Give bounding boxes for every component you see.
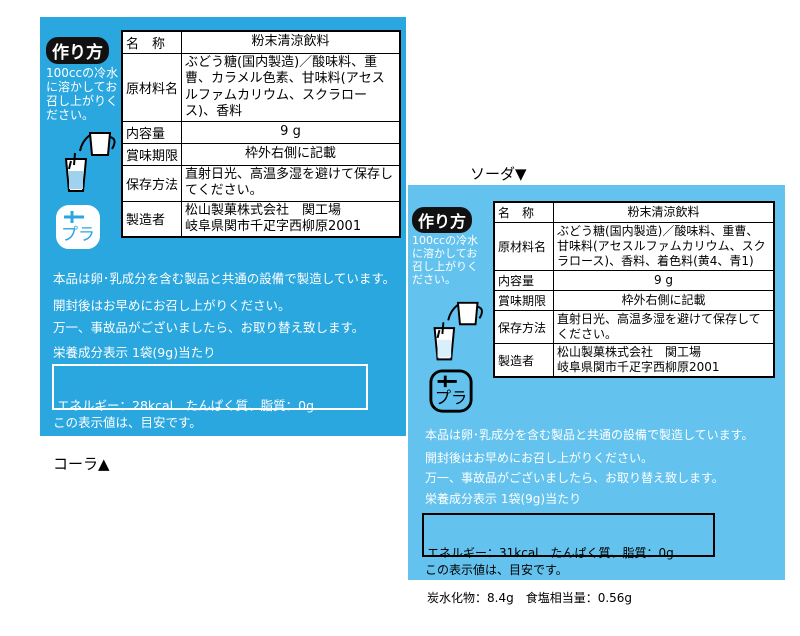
- soda-after-open-note: 開封後はお早めにお召し上がりください。: [425, 451, 654, 465]
- soda-nutrition-box: エネルギー：31kcal たんぱく質、脂質：0g 炭水化物：8.4g 食塩相当量…: [422, 513, 715, 605]
- cola-nutrition-title: 栄養成分表示 1袋(9g)当たり: [53, 345, 216, 360]
- spec-value: 枠外右側に記載: [181, 143, 401, 166]
- soda-label-panel: 作り方 100ccの冷水 に溶かしてお 召し上がりく ださい。 プラ 名 称 粉…: [408, 185, 785, 605]
- table-row: 保存方法 直射日光、高温多湿を避けて保存してください。: [121, 165, 401, 202]
- soda-howto: 作り方 100ccの冷水 に溶かしてお 召し上がりく ださい。: [412, 207, 488, 286]
- nutrition-line: 炭水化物：7.7g 食塩相当量：0.55g: [57, 445, 271, 461]
- spec-value: 直射日光、高温多湿を避けて保存してください。: [181, 165, 401, 202]
- spec-value: ぶどう糖(国内製造)／酸味料、重曹、甘味料(アセスルファムカリウム、スクラロース…: [553, 222, 775, 271]
- soda-howto-text: 100ccの冷水 に溶かしてお 召し上がりく ださい。: [412, 234, 479, 286]
- svg-text:プラ: プラ: [61, 225, 95, 245]
- nutrition-line: 炭水化物：8.4g 食塩相当量：0.56g: [427, 591, 633, 605]
- cola-caption: コーラ▲: [53, 455, 110, 473]
- spec-value: 松山製菓株式会社 関工場 岐阜県関市千疋字西柳原2001: [553, 343, 775, 378]
- soda-pla-recycle-mark: プラ: [428, 368, 474, 418]
- spec-label: 名 称: [121, 30, 183, 54]
- maker-line-2: 岐阜県関市千疋字西柳原2001: [185, 218, 362, 234]
- soda-spec-table: 名 称 粉末清涼飲料 原材料名 ぶどう糖(国内製造)／酸味料、重曹、甘味料(アセ…: [493, 201, 775, 378]
- maker-line-2: 岐阜県関市千疋字西柳原2001: [557, 360, 720, 374]
- maker-line-1: 松山製菓株式会社 関工場: [185, 202, 342, 218]
- spec-label: 内容量: [121, 121, 183, 144]
- soda-caption: ソーダ▼: [470, 165, 527, 183]
- soda-accident-note: 万一、事故品がございましたら、お取り替え致します。: [425, 471, 724, 485]
- spec-value: 粉末清涼飲料: [181, 30, 401, 54]
- table-row: 原材料名 ぶどう糖(国内製造)／酸味料、重曹、カラメル色素、甘味料(アセスルファ…: [121, 53, 401, 122]
- spec-value: 枠外右側に記載: [553, 290, 775, 311]
- table-row: 内容量 9 g: [121, 121, 401, 144]
- spec-label: 賞味期限: [493, 290, 554, 311]
- cola-after-open-note: 開封後はお早めにお召し上がりください。: [53, 298, 291, 313]
- spec-label: 製造者: [121, 200, 183, 238]
- spec-value: ぶどう糖(国内製造)／酸味料、重曹、カラメル色素、甘味料(アセスルファムカリウム…: [181, 53, 401, 122]
- spec-value: 粉末清涼飲料: [553, 201, 775, 223]
- cola-accident-note: 万一、事故品がございましたら、お取り替え致します。: [53, 320, 365, 335]
- soda-allergen-note: 本品は卵･乳成分を含む製品と共通の設備で製造しています。: [425, 428, 754, 442]
- water-cup-icon: [64, 132, 116, 192]
- cola-spec-table: 名 称 粉末清涼飲料 原材料名 ぶどう糖(国内製造)／酸味料、重曹、カラメル色素…: [121, 30, 401, 238]
- cola-pla-recycle-mark: プラ: [54, 203, 102, 255]
- spec-value: 9 g: [553, 270, 775, 291]
- spec-label: 賞味期限: [121, 143, 183, 166]
- spec-value: 9 g: [181, 121, 401, 144]
- cola-disclaimer: この表示値は、目安です。: [53, 415, 202, 430]
- spec-label: 原材料名: [121, 53, 183, 122]
- table-row: 製造者 松山製菓株式会社 関工場 岐阜県関市千疋字西柳原2001: [493, 343, 775, 378]
- spec-label: 名 称: [493, 201, 554, 223]
- nutrition-line: エネルギー：28kcal たんぱく質、脂質：0g: [57, 398, 315, 414]
- water-cup-icon: [433, 301, 483, 361]
- nutrition-line: エネルギー：31kcal たんぱく質、脂質：0g: [427, 546, 674, 560]
- table-row: 保存方法 直射日光、高温多湿を避けて保存してください。: [493, 310, 775, 344]
- svg-text:プラ: プラ: [435, 388, 468, 407]
- table-row: 名 称 粉末清涼飲料: [121, 30, 401, 54]
- maker-line-1: 松山製菓株式会社 関工場: [557, 345, 702, 359]
- cola-label-panel: 作り方 100ccの冷水 に溶かしてお 召し上がりく ださい。 プラ 名 称 粉…: [40, 17, 406, 460]
- cola-allergen-note: 本品は卵･乳成分を含む製品と共通の設備で製造しています。: [53, 271, 396, 286]
- cola-howto-title: 作り方: [46, 37, 109, 64]
- table-row: 名 称 粉末清涼飲料: [493, 201, 775, 223]
- soda-nutrition-title: 栄養成分表示 1袋(9g)当たり: [425, 492, 582, 506]
- spec-label: 原材料名: [493, 222, 554, 271]
- spec-label: 製造者: [493, 343, 554, 378]
- soda-disclaimer: この表示値は、目安です。: [425, 563, 568, 577]
- table-row: 原材料名 ぶどう糖(国内製造)／酸味料、重曹、甘味料(アセスルファムカリウム、ス…: [493, 222, 775, 271]
- spec-label: 保存方法: [121, 165, 183, 202]
- spec-label: 保存方法: [493, 310, 554, 344]
- cola-howto: 作り方 100ccの冷水 に溶かしてお 召し上がりく ださい。: [46, 37, 118, 122]
- cola-nutrition-box: エネルギー：28kcal たんぱく質、脂質：0g 炭水化物：7.7g 食塩相当量…: [52, 364, 368, 460]
- soda-howto-title: 作り方: [412, 207, 473, 233]
- spec-value: 直射日光、高温多湿を避けて保存してください。: [553, 310, 775, 344]
- spec-value: 松山製菓株式会社 関工場 岐阜県関市千疋字西柳原2001: [181, 200, 401, 238]
- cola-howto-text: 100ccの冷水 に溶かしてお 召し上がりく ださい。: [46, 66, 119, 123]
- table-row: 賞味期限 枠外右側に記載: [493, 290, 775, 311]
- spec-label: 内容量: [493, 270, 554, 291]
- table-row: 内容量 9 g: [493, 270, 775, 291]
- table-row: 賞味期限 枠外右側に記載: [121, 143, 401, 166]
- table-row: 製造者 松山製菓株式会社 関工場 岐阜県関市千疋字西柳原2001: [121, 200, 401, 238]
